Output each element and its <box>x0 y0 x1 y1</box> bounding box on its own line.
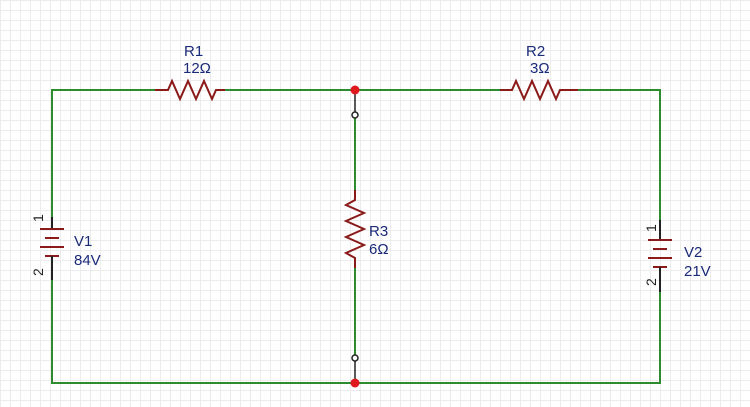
pin-circle-bottom[interactable] <box>351 354 359 362</box>
r2-value: 3Ω <box>530 60 550 77</box>
v2-name: V2 <box>684 244 702 261</box>
wire-top-left[interactable] <box>51 89 155 217</box>
r2-name: R2 <box>526 43 545 60</box>
pin-circle-top[interactable] <box>351 111 359 119</box>
v1-value: 84V <box>74 252 101 269</box>
resistor-r3[interactable]: R3 6Ω <box>343 190 389 268</box>
resistor-r2[interactable]: R2 3Ω <box>500 43 578 102</box>
v1-pin-1: 1 <box>30 214 46 222</box>
wire-bottom-left[interactable] <box>51 280 355 384</box>
junction-bottom[interactable] <box>350 378 360 388</box>
wire-top-right[interactable] <box>578 89 661 220</box>
r3-value: 6Ω <box>369 241 389 258</box>
v2-value: 21V <box>684 263 711 280</box>
v1-name: V1 <box>74 233 92 250</box>
v1-pin-2: 2 <box>30 268 46 276</box>
v2-pin-2: 2 <box>643 278 659 286</box>
r1-name: R1 <box>184 43 203 60</box>
wire-bottom-right[interactable] <box>355 292 661 384</box>
r3-name: R3 <box>369 223 388 240</box>
resistor-r1[interactable]: R1 12Ω <box>155 43 225 102</box>
junction-top[interactable] <box>350 85 360 95</box>
battery-v1[interactable]: 1 2 V1 84V <box>30 214 101 280</box>
wires <box>51 89 661 384</box>
r1-value: 12Ω <box>183 60 211 77</box>
battery-v2[interactable]: 1 2 V2 21V <box>643 220 711 292</box>
v2-pin-1: 1 <box>643 224 659 232</box>
